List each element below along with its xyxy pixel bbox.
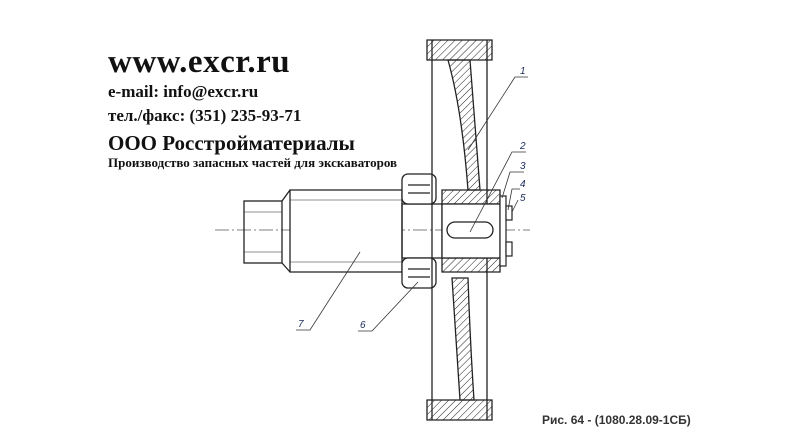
callout-3: 3: [520, 161, 526, 172]
callout-4: 4: [520, 179, 526, 190]
company-name: ООО Росстройматериалы: [108, 131, 355, 155]
callout-5: 5: [520, 193, 526, 204]
hub-fasteners: [499, 195, 513, 267]
company-header: www.excr.ru e-mail: info@excr.ru тел./фа…: [108, 44, 397, 170]
site-url: www.excr.ru: [108, 44, 291, 80]
company-tagline: Производство запасных частей для экскава…: [108, 155, 398, 170]
callout-labels: 1 2 3 4 5 6 7: [298, 66, 526, 331]
phone-line: тел./факс: (351) 235-93-71: [108, 106, 302, 125]
figure-caption: Рис. 64 - (1080.28.09-1СБ): [542, 413, 691, 427]
email-line: e-mail: info@excr.ru: [108, 82, 259, 101]
callout-1: 1: [520, 66, 526, 77]
wheel: [426, 39, 501, 421]
callout-6: 6: [360, 320, 366, 331]
callout-2: 2: [519, 141, 526, 152]
bearing-housing: [401, 173, 437, 289]
callout-7: 7: [298, 319, 304, 330]
leader-lines: [296, 76, 528, 332]
